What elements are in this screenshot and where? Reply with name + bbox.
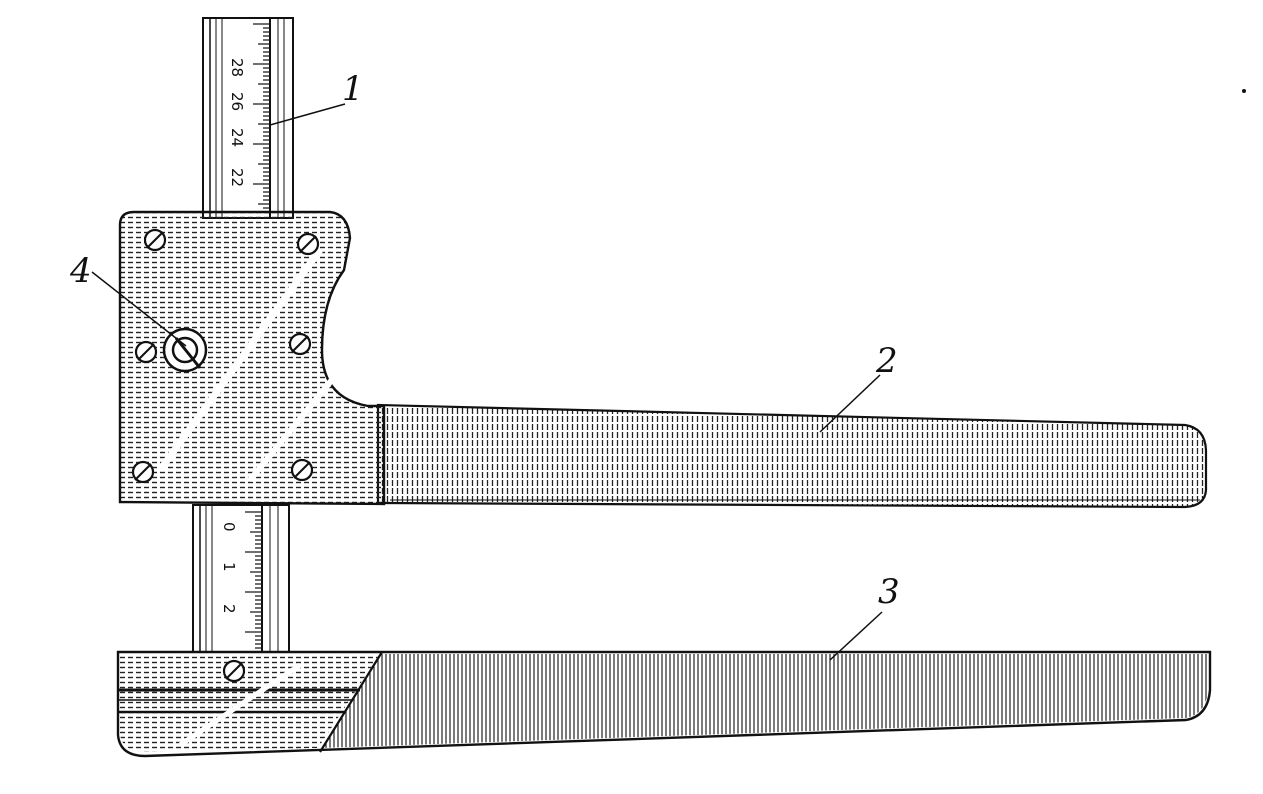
callout-label: 1 [342,69,364,109]
upper-scale-number: 26 [228,92,246,111]
screw [222,659,246,683]
callout-label: 4 [69,251,92,291]
screw [134,340,158,364]
beam-lower: 0 1 2 [192,504,290,656]
callout-2: 2 [819,341,898,433]
upper-scale-ticks [253,23,269,213]
callout-label: 3 [878,572,900,612]
lower-scale-ticks [245,511,261,649]
screw [296,232,320,256]
callout-1: 1 [269,69,364,126]
screw [290,458,314,482]
screw [131,460,155,484]
screw [288,332,312,356]
callout-4: 4 [69,251,187,347]
lower-scale-number: 0 [220,522,238,532]
beam-upper: 28 26 24 22 [202,17,294,219]
lower-scale-number: 1 [220,562,238,572]
upper-scale-number: 28 [228,58,246,77]
locking-screw [162,327,208,373]
upper-jaw [118,210,1208,509]
callout-label: 2 [875,341,898,381]
stray-mark [1242,89,1246,93]
callout-3: 3 [829,572,900,661]
screw [143,228,167,252]
lower-jaw [116,650,1212,758]
upper-scale-number: 22 [228,168,246,187]
lower-scale-number: 2 [220,604,238,614]
upper-scale-number: 24 [228,128,246,147]
